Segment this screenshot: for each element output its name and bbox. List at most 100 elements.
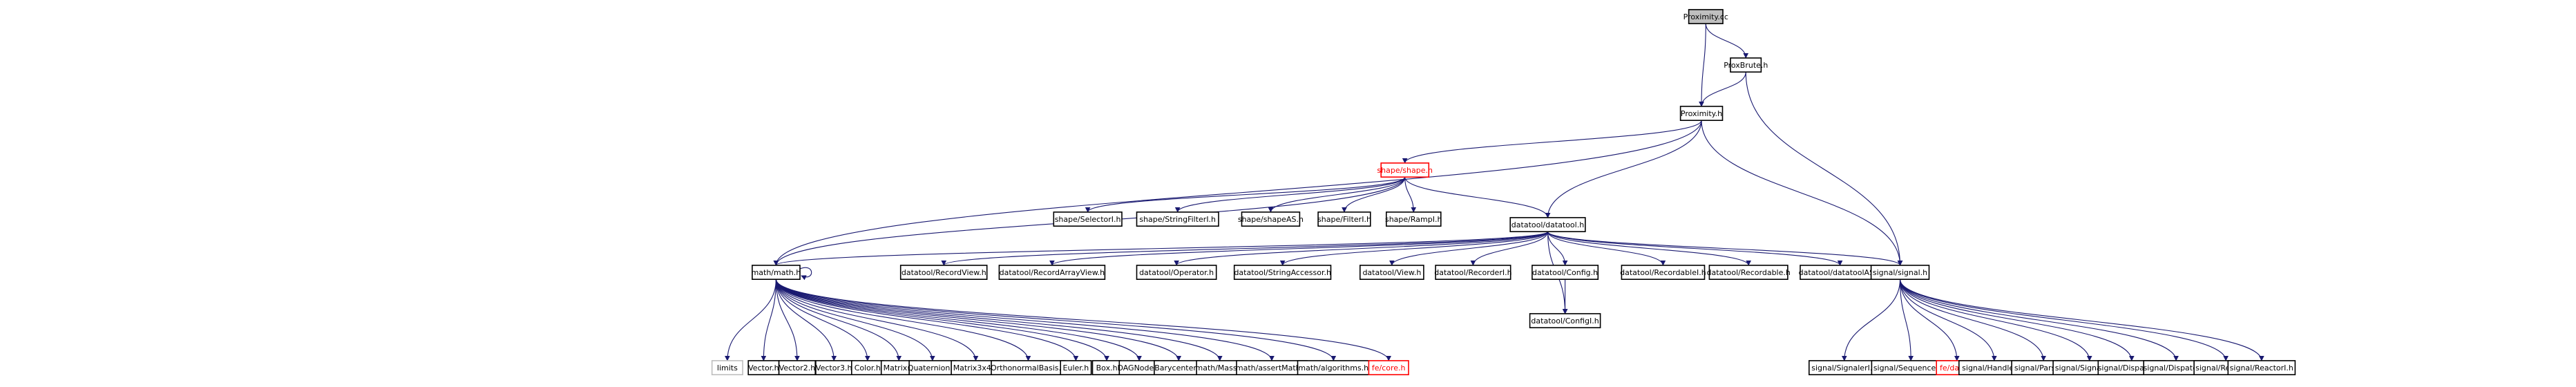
node-label: datatool/ConfigI.h xyxy=(1531,317,1599,325)
node-signal-signal-h[interactable]: signal/signal.h xyxy=(1870,265,1930,280)
node-label: signal/ReactorI.h xyxy=(2230,364,2293,372)
node-datatool-datatoolAS-h[interactable]: datatool/datatoolAS.h xyxy=(1799,265,1882,280)
node-fe-core-h[interactable]: fe/core.h xyxy=(1368,360,1409,376)
node-box xyxy=(1233,265,1332,280)
node-shape-filterI-h[interactable]: shape/FilterI.h xyxy=(1317,211,1371,227)
edge-math_math_h-to-vector_h xyxy=(761,279,776,361)
node-label: shape/FilterI.h xyxy=(1317,215,1371,224)
node-shape-rampI-h[interactable]: shape/RampI.h xyxy=(1385,211,1442,227)
edge-signal_signal_h-to-signal_dispatchI_h xyxy=(1899,279,2135,361)
edge-datatool_datatool_h-to-datatool_datatoolAS_h xyxy=(1547,231,1843,266)
node-label: signal/SignalerI.h xyxy=(1811,364,1877,372)
node-shape-shape-h[interactable]: shape/shape.h xyxy=(1377,162,1433,178)
node-vector2-h[interactable]: Vector2.h xyxy=(778,360,816,376)
node-label: Quaternion.h xyxy=(908,364,957,372)
node-box xyxy=(1708,265,1788,280)
node-box xyxy=(998,265,1106,280)
node-label: shape/StringFilterI.h xyxy=(1139,215,1216,224)
edge-shape_shape_h-to-shape_filterI_h xyxy=(1342,177,1406,213)
node-signal-reactorI-h[interactable]: signal/ReactorI.h xyxy=(2227,360,2296,376)
node-box xyxy=(1730,57,1762,73)
node-signal-signalerI-h[interactable]: signal/SignalerI.h xyxy=(1809,360,1880,376)
node-datatool-recordview-h[interactable]: datatool/RecordView.h xyxy=(899,265,988,280)
node-proxbrute-h[interactable]: ProxBrute.h xyxy=(1724,57,1768,73)
node-proximity-h[interactable]: Proximity.h xyxy=(1679,106,1724,121)
edge-math_math_h-to-quaternion_h xyxy=(775,279,935,361)
node-datatool-configI-h[interactable]: datatool/ConfigI.h xyxy=(1529,313,1601,328)
node-label: Proximity.cc xyxy=(1683,12,1728,21)
edge-signal_signal_h-to-signal_signature_h xyxy=(1899,279,2092,361)
node-datatool-recordarrayview-h[interactable]: datatool/RecordArrayView.h xyxy=(998,265,1106,280)
node-box xyxy=(2227,360,2296,376)
node-box-h[interactable]: Box.h xyxy=(1091,360,1122,376)
node-box xyxy=(1136,265,1217,280)
node-datatool-config-h[interactable]: datatool/Config.h xyxy=(1532,265,1599,280)
node-shape-stringfilterI-h[interactable]: shape/StringFilterI.h xyxy=(1136,211,1219,227)
edge-proxbrute_h-to-proximity_h xyxy=(1699,72,1746,107)
node-label: ProxBrute.h xyxy=(1724,61,1768,70)
node-box xyxy=(1359,265,1424,280)
node-shape-selectorI-h[interactable]: shape/SelectorI.h xyxy=(1053,211,1123,227)
node-label: Euler.h xyxy=(1063,364,1089,372)
node-math-algorithms-h[interactable]: math/algorithms.h xyxy=(1297,360,1370,376)
node-matrix-h[interactable]: Matrix.h xyxy=(880,360,917,376)
edge-math_math_h-to-vector2_h xyxy=(775,279,800,361)
node-datatool-recorderI-h[interactable]: datatool/RecorderI.h xyxy=(1434,265,1512,280)
node-datatool-datatool-h[interactable]: datatool/datatool.h xyxy=(1509,217,1586,232)
node-box xyxy=(1060,360,1092,376)
edge-signal_signal_h-to-signal_reactor_h xyxy=(1899,279,2229,361)
edge-math_math_h-to-dagnode_h xyxy=(775,279,1142,361)
edge-proxbrute_h-to-signal_signal_h xyxy=(1745,72,1903,266)
edge-proximity_h-to-datatool_datatool_h xyxy=(1545,120,1702,218)
edge-math_math_h-to-math_algorithms_h xyxy=(775,279,1337,361)
edge-signal_signal_h-to-signal_parserI_h xyxy=(1899,279,2046,361)
node-box xyxy=(1688,9,1724,24)
edge-math_math_h-to-matrix_h xyxy=(775,279,902,361)
node-math-assertmath-h[interactable]: math/assertMath.h xyxy=(1236,360,1308,376)
node-datatool-stringaccessor-h[interactable]: datatool/StringAccessor.h xyxy=(1233,265,1332,280)
node-label: shape/RampI.h xyxy=(1385,215,1442,224)
edge-datatool_datatool_h-to-datatool_recordarrayview_h xyxy=(1049,231,1549,266)
node-label: math/Mass.h xyxy=(1195,364,1244,372)
node-quaternion-h[interactable]: Quaternion.h xyxy=(908,360,957,376)
node-datatool-recordable-h[interactable]: datatool/Recordable.h xyxy=(1707,265,1791,280)
edge-math_math_h-to-vector3_h xyxy=(775,279,837,361)
edge-signal_signal_h-to-signal_sequencerI_h xyxy=(1899,279,1914,361)
node-vector3-h[interactable]: Vector3.h xyxy=(815,360,853,376)
node-shape-shapeAS-h[interactable]: shape/shapeAS.h xyxy=(1238,211,1304,227)
edge-math_math_h-to-orthonormalbasis_h xyxy=(775,279,1031,361)
node-box xyxy=(1529,313,1601,328)
edge-math_math_h-to-fe_core_h xyxy=(775,279,1391,361)
node-euler-h[interactable]: Euler.h xyxy=(1060,360,1092,376)
node-dagnode-h[interactable]: DAGNode.h xyxy=(1117,360,1161,376)
node-datatool-operator-h[interactable]: datatool/Operator.h xyxy=(1136,265,1217,280)
node-label: shape/shapeAS.h xyxy=(1238,215,1304,224)
edge-math_math_h-to-limits xyxy=(725,279,776,361)
node-color-h[interactable]: Color.h xyxy=(851,360,884,376)
edge-datatool_datatool_h-to-math_math_h xyxy=(773,231,1549,266)
node-datatool-recordableI-h[interactable]: datatool/RecordableI.h xyxy=(1620,265,1706,280)
node-label: Barycenter.h xyxy=(1154,364,1203,372)
node-barycenter-h[interactable]: Barycenter.h xyxy=(1154,360,1204,376)
edge-math_math_h-to-math_math_h xyxy=(799,267,812,281)
node-label: shape/SelectorI.h xyxy=(1055,215,1121,224)
node-label: datatool/datatoolAS.h xyxy=(1799,268,1882,277)
edge-datatool_datatool_h-to-datatool_stringaccessor_h xyxy=(1279,231,1549,266)
node-orthonormalbasis-h[interactable]: OrthonormalBasis.h xyxy=(991,360,1066,376)
edge-math_math_h-to-color_h xyxy=(775,279,870,361)
node-limits: limits xyxy=(711,360,743,376)
edge-proximity_cc-to-proximity_h xyxy=(1699,23,1706,107)
edges-layer xyxy=(725,23,2264,375)
node-matrix3x4-h[interactable]: Matrix3x4.h xyxy=(951,360,1001,376)
node-label: signal/Dispatch.h xyxy=(2144,364,2209,372)
node-label: Box.h xyxy=(1096,364,1118,372)
node-label: math/assertMath.h xyxy=(1236,364,1308,372)
edge-math_math_h-to-barycenter_h xyxy=(775,279,1182,361)
node-datatool-view-h[interactable]: datatool/View.h xyxy=(1359,265,1424,280)
node-box xyxy=(1532,265,1599,280)
node-signal-sequencerI-h[interactable]: signal/SequencerI.h xyxy=(1871,360,1951,376)
node-label: Vector.h xyxy=(748,364,779,372)
node-math-math-h[interactable]: math/math.h xyxy=(752,265,801,280)
node-vector-h[interactable]: Vector.h xyxy=(747,360,780,376)
